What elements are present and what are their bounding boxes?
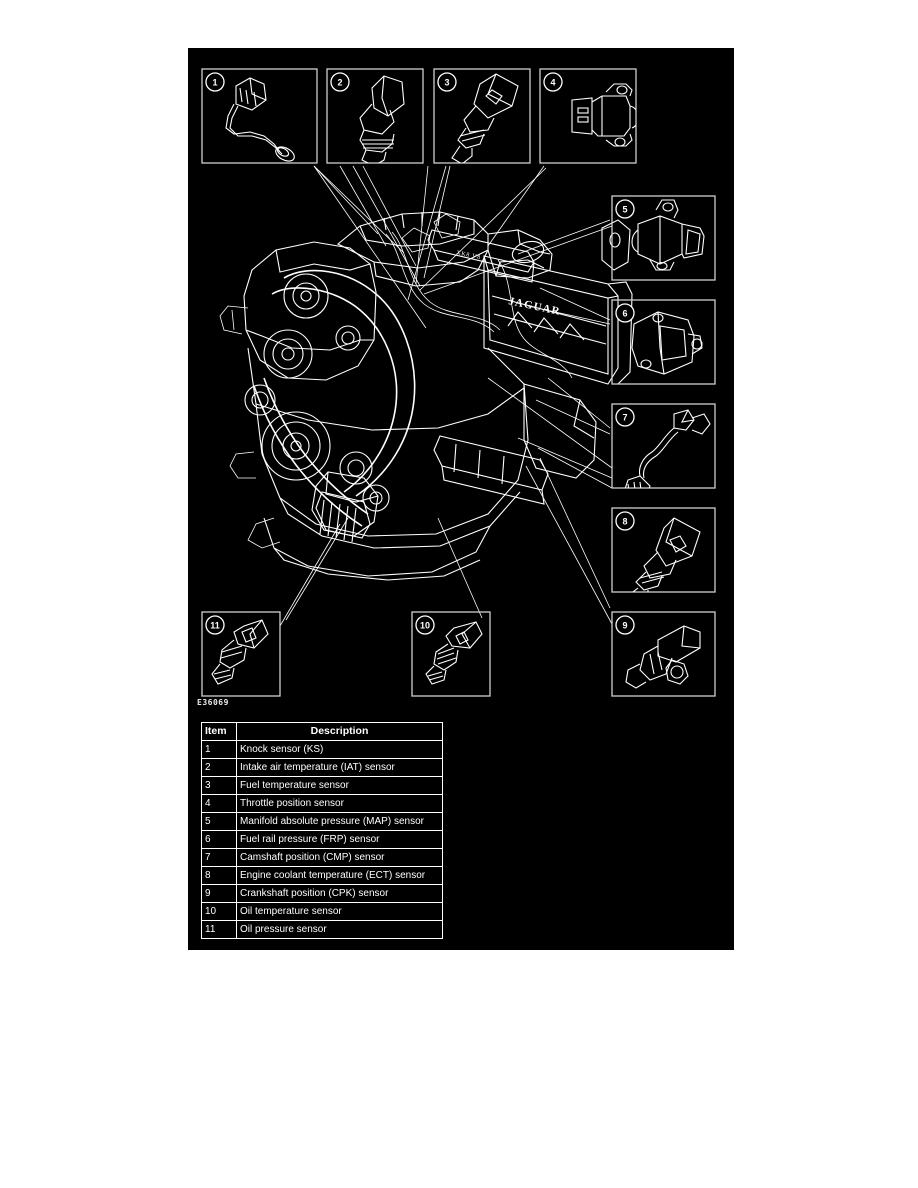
cell-description: Oil pressure sensor	[237, 921, 442, 938]
cell-item: 8	[202, 867, 236, 884]
callout-marker-5	[615, 199, 635, 219]
cell-item: 7	[202, 849, 236, 866]
serpentine-belt	[253, 269, 416, 527]
callout-number-3: 3	[444, 78, 449, 88]
cell-description: Manifold absolute pressure (MAP) sensor	[237, 813, 442, 830]
alternator	[311, 471, 379, 537]
ignition-coil-rail	[427, 229, 535, 283]
oil-pan	[263, 517, 491, 581]
cell-item: 10	[202, 903, 236, 920]
callout-marker-11	[205, 615, 225, 635]
callout-box-3: 3	[433, 68, 531, 164]
callout-number-4: 4	[550, 78, 555, 88]
cell-description: Fuel rail pressure (FRP) sensor	[237, 831, 442, 848]
front-cover	[243, 241, 377, 381]
callout-box-9: 9	[611, 611, 716, 697]
callout-number-1: 1	[212, 78, 217, 88]
callout-marker-10	[415, 615, 435, 635]
right-cam-cover	[483, 255, 633, 385]
cell-item: 3	[202, 777, 236, 794]
callout-number-5: 5	[622, 205, 627, 215]
callout-number-11: 11	[210, 621, 220, 631]
table-header-row: Item Description	[202, 723, 442, 740]
callout-box-8: 8	[611, 507, 716, 593]
cell-item: 1	[202, 741, 236, 758]
intake-manifold	[336, 211, 489, 287]
cell-item: 5	[202, 813, 236, 830]
callout-box-4: 4	[539, 68, 637, 164]
oil-filter	[315, 491, 371, 543]
header-description: Description	[237, 723, 442, 740]
accessory-drive-pulleys	[244, 273, 390, 512]
leader-lines	[279, 165, 613, 627]
callout-number-9: 9	[622, 621, 627, 631]
cell-description: Throttle position sensor	[237, 795, 442, 812]
engine-secondary-text: XK8 V8	[456, 250, 482, 261]
cell-description: Intake air temperature (IAT) sensor	[237, 759, 442, 776]
callout-marker-1	[205, 72, 225, 92]
callout-box-6: 6	[611, 299, 716, 385]
cell-item: 11	[202, 921, 236, 938]
cell-item: 4	[202, 795, 236, 812]
figure-panel: .ln { fill:none; stroke:#ffffff; stroke-…	[188, 48, 734, 950]
callout-number-2: 2	[337, 78, 342, 88]
callout-box-5: 5	[611, 195, 716, 281]
header-item: Item	[202, 723, 236, 740]
callout-marker-6	[615, 303, 635, 323]
cell-description: Camshaft position (CMP) sensor	[237, 849, 442, 866]
cell-item: 6	[202, 831, 236, 848]
figure-code: E36069	[197, 698, 229, 707]
callout-box-1: 1	[201, 68, 318, 164]
cell-description: Crankshaft position (CPK) sensor	[237, 885, 442, 902]
callout-marker-7	[615, 407, 635, 427]
exhaust-manifold	[433, 435, 549, 505]
callout-box-7: 7	[611, 403, 716, 489]
callout-number-7: 7	[622, 413, 627, 423]
engine-mount-bracket	[601, 219, 631, 271]
cell-description: Fuel temperature sensor	[237, 777, 442, 794]
bellhousing	[523, 383, 597, 479]
callout-number-6: 6	[622, 309, 627, 319]
cell-item: 2	[202, 759, 236, 776]
callout-marker-9	[615, 615, 635, 635]
cell-description: Knock sensor (KS)	[237, 741, 442, 758]
callout-marker-4	[543, 72, 563, 92]
engine-details	[219, 213, 461, 549]
callout-number-10: 10	[420, 621, 430, 631]
callout-marker-8	[615, 511, 635, 531]
callout-box-10: 10	[411, 611, 491, 697]
wiring-harness	[385, 231, 573, 379]
cell-description: Oil temperature sensor	[237, 903, 442, 920]
callout-box-11: 11	[201, 611, 281, 697]
cell-item: 9	[202, 885, 236, 902]
engine-sensor-illustration: .ln { fill:none; stroke:#ffffff; stroke-…	[201, 68, 716, 697]
callout-marker-3	[437, 72, 457, 92]
callout-box-2: 2	[326, 68, 424, 164]
callout-number-8: 8	[622, 517, 627, 527]
throttle-inlet-duct	[487, 229, 553, 279]
callout-marker-2	[330, 72, 350, 92]
cell-description: Engine coolant temperature (ECT) sensor	[237, 867, 442, 884]
